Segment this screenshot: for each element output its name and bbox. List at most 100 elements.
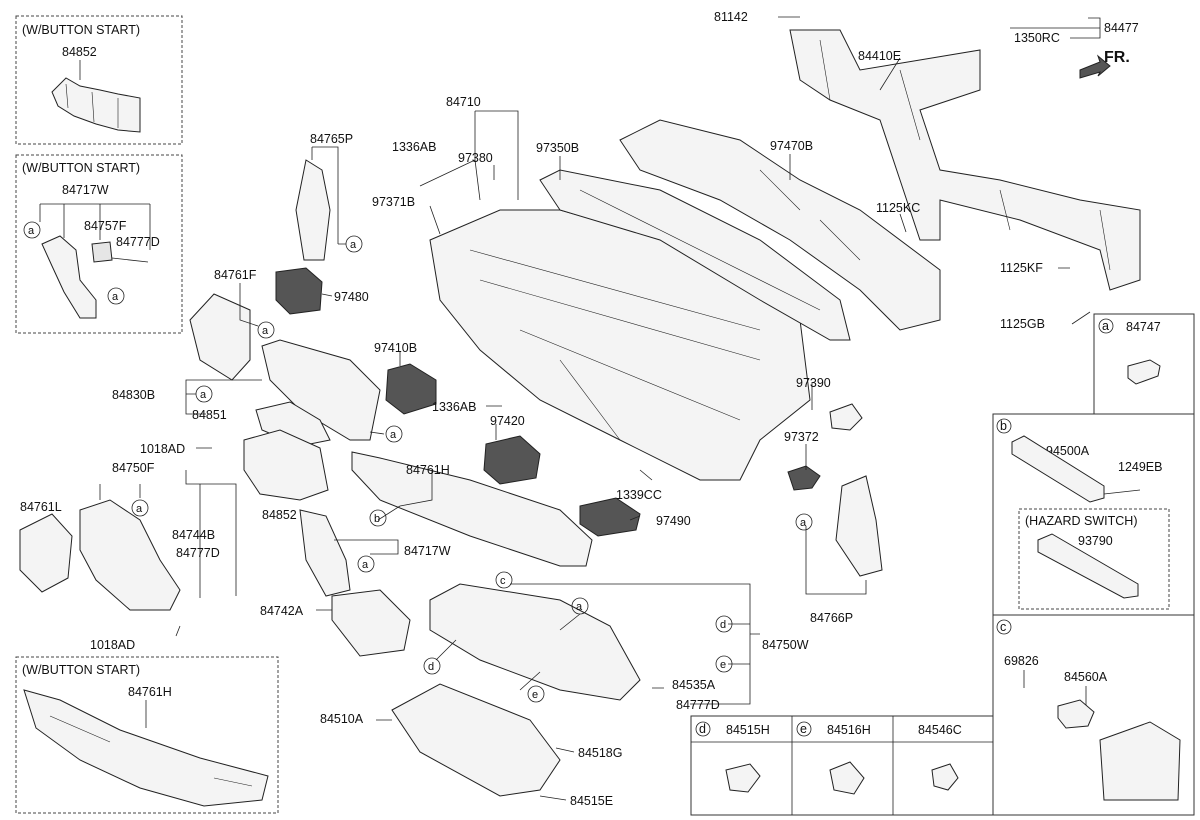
label-84777d: 84777D — [176, 546, 220, 560]
label-97390: 97390 — [796, 376, 831, 390]
box-title: (W/BUTTON START) — [22, 23, 140, 37]
label-97490: 97490 — [656, 514, 691, 528]
label-1336ab-2: 1336AB — [432, 400, 476, 414]
button-start-box-1: (W/BUTTON START) 84852 — [15, 15, 183, 145]
part-label: 84515H — [726, 723, 770, 737]
label-1350rc: 1350RC — [1014, 31, 1060, 45]
vent-97372 — [787, 465, 821, 491]
label-84717w: 84717W — [404, 544, 451, 558]
label-84518g: 84518G — [578, 746, 622, 760]
part-label: 84747 — [1126, 320, 1161, 334]
svg-text:e: e — [532, 689, 538, 701]
part-label: 84777D — [116, 235, 160, 249]
label-97410b: 97410B — [374, 341, 417, 355]
label-97350b: 97350B — [536, 141, 579, 155]
label-1125kf: 1125KF — [1000, 261, 1043, 275]
garnish-84761f — [189, 293, 251, 381]
label-97371b: 97371B — [372, 195, 415, 209]
callout-d: d — [423, 657, 441, 675]
label-84535a: 84535A — [672, 678, 716, 692]
label-84410e: 84410E — [858, 49, 901, 63]
label-1336ab: 1336AB — [392, 140, 436, 154]
svg-text:a: a — [28, 225, 35, 237]
switch-84742a — [331, 589, 411, 657]
svg-text:c: c — [500, 575, 506, 587]
label-84742a: 84742A — [260, 604, 304, 618]
svg-text:a: a — [390, 429, 397, 441]
svg-text:a: a — [800, 517, 807, 529]
callout-circles: a a a a a a a a a a b c d d e e — [23, 221, 813, 703]
callout-a: a — [795, 513, 813, 531]
cluster-fascia-84830b — [261, 339, 381, 441]
panel-84750w — [429, 583, 641, 701]
label-84852: 84852 — [262, 508, 297, 522]
label-84761h: 84761H — [406, 463, 450, 477]
side-panel-84765p — [295, 159, 331, 261]
label-84750w: 84750W — [762, 638, 809, 652]
fr-arrow — [1079, 54, 1111, 79]
button-start-box-3: (W/BUTTON START) 84761H — [15, 656, 279, 814]
label-84761f: 84761F — [214, 268, 257, 282]
part-label: 84852 — [62, 45, 97, 59]
callout-a: a — [23, 221, 41, 239]
svg-text:a: a — [112, 291, 119, 303]
callout-a: a — [257, 321, 275, 339]
svg-text:b: b — [374, 513, 380, 525]
box-title: (HAZARD SWITCH) — [1025, 514, 1138, 528]
callout-e: e — [715, 655, 733, 673]
part-label: 69826 — [1004, 654, 1039, 668]
part-labels: 81142 84477 1350RC 84410E FR. 84710 1336… — [20, 10, 1139, 808]
detail-box-row: d 84515H e 84516H 84546C — [690, 715, 994, 816]
svg-text:d: d — [428, 661, 434, 673]
glove-box-84510a — [391, 683, 561, 797]
duct-97470b — [619, 119, 941, 331]
label-84477: 84477 — [1104, 21, 1139, 35]
label-1018ad: 1018AD — [140, 442, 185, 456]
label-81142: 81142 — [714, 10, 748, 24]
svg-text:a: a — [350, 239, 357, 251]
label-97480: 97480 — [334, 290, 369, 304]
label-97380: 97380 — [458, 151, 493, 165]
label-84710: 84710 — [446, 95, 481, 109]
label-97420: 97420 — [490, 414, 525, 428]
part-label: 1249EB — [1118, 460, 1162, 474]
cover-97390 — [829, 403, 863, 431]
part-label: 84757F — [84, 219, 127, 233]
svg-text:d: d — [720, 619, 726, 631]
cowl-bar-84410e — [789, 29, 1141, 291]
label-97470b: 97470B — [770, 139, 813, 153]
callout-letter: b — [1000, 419, 1007, 433]
bracket-84717w — [299, 509, 351, 597]
svg-text:a: a — [262, 325, 269, 337]
button-start-box-2: (W/BUTTON START) 84717W 84757F 84777D — [15, 154, 183, 334]
vent-97480 — [275, 267, 323, 315]
box-title: (W/BUTTON START) — [22, 161, 140, 175]
label-1339cc: 1339CC — [616, 488, 662, 502]
duct-97350b — [539, 169, 851, 341]
label-1018ad-2: 1018AD — [90, 638, 135, 652]
callout-a: a — [107, 287, 125, 305]
callout-letter: a — [1102, 319, 1109, 333]
label-84744b: 84744B — [172, 528, 215, 542]
garnish-84761h — [351, 451, 593, 567]
panel-84761l — [19, 513, 73, 593]
part-label: 84546C — [918, 723, 962, 737]
label-84750f: 84750F — [112, 461, 155, 475]
svg-text:a: a — [576, 601, 583, 613]
part-label: 84516H — [827, 723, 871, 737]
svg-text:a: a — [136, 503, 143, 515]
part-label: 84717W — [62, 183, 109, 197]
label-1125kc: 1125KC — [876, 201, 920, 215]
detail-box-b: b 94500A 1249EB (HAZARD SWITCH) 93790 — [992, 413, 1195, 616]
part-label: 94500A — [1046, 444, 1090, 458]
callout-e: e — [527, 685, 545, 703]
part-label: 84761H — [128, 685, 172, 699]
label-97372: 97372 — [784, 430, 819, 444]
callout-d: d — [715, 615, 733, 633]
part-label: 93790 — [1078, 534, 1113, 548]
panel-84750f — [79, 499, 181, 611]
vent-97490 — [579, 497, 641, 537]
callout-letter: d — [699, 722, 706, 736]
label-84510a: 84510A — [320, 712, 364, 726]
label-84851: 84851 — [192, 408, 227, 422]
